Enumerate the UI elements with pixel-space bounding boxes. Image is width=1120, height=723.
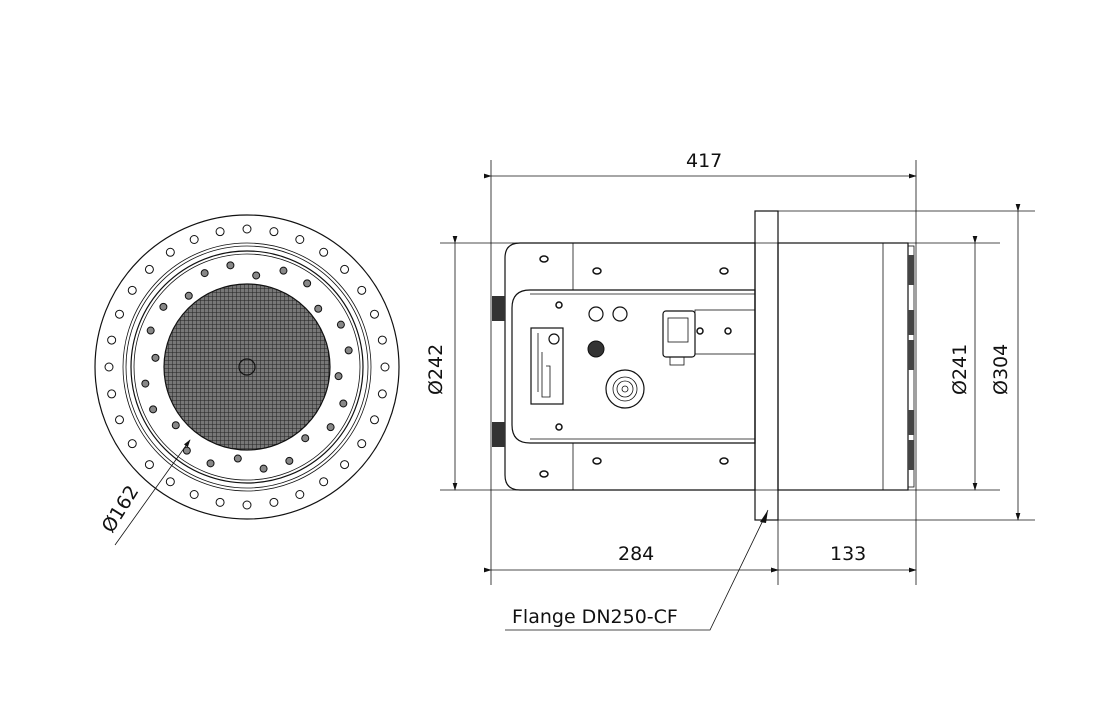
flange-leader	[505, 509, 769, 631]
bolt-hole	[269, 497, 279, 507]
bolt-hole	[340, 264, 350, 274]
bolt-hole	[107, 335, 117, 345]
body-diameter-label: Ø242	[425, 344, 447, 395]
screw	[301, 434, 310, 443]
screw	[285, 456, 294, 465]
bolt-hole	[377, 335, 387, 345]
display-module	[530, 327, 564, 405]
inner-screws	[141, 261, 353, 473]
bolt-hole	[369, 415, 379, 425]
bolt-hole	[165, 247, 175, 257]
screw	[149, 405, 158, 414]
bolt-hole	[189, 235, 199, 245]
bolt-hole	[189, 489, 199, 499]
bolt-hole	[127, 285, 137, 295]
bolt-hole	[215, 497, 225, 507]
side-view: 417 Ø242 Ø241 Ø304 284 133 Flange DN250-…	[425, 150, 1035, 631]
bolt-hole	[380, 362, 390, 372]
connector-1	[588, 306, 604, 322]
bolt-hole	[357, 285, 367, 295]
bolt-hole	[295, 235, 305, 245]
flange-bolt-holes	[104, 224, 390, 510]
screw	[314, 304, 323, 313]
bolt-hole	[144, 264, 154, 274]
bolt-hole	[115, 309, 125, 319]
flange-callout-label: Flange DN250-CF	[512, 606, 678, 628]
screw	[339, 399, 348, 408]
screw	[206, 459, 215, 468]
bolt-hole	[107, 389, 117, 399]
screw	[344, 346, 353, 355]
flange	[754, 210, 779, 521]
screw	[171, 421, 180, 430]
knob-top	[492, 296, 505, 321]
screw	[334, 372, 343, 381]
bolt-hole	[115, 415, 125, 425]
bolt-hole	[144, 460, 154, 470]
bolt-hole	[104, 362, 114, 372]
bolt-hole	[377, 389, 387, 399]
center-hole	[238, 358, 256, 376]
screw	[184, 291, 193, 300]
mesh-diameter-label: Ø162	[98, 482, 144, 537]
screw	[303, 279, 312, 288]
inner-diameter-label: Ø241	[949, 344, 971, 395]
mesh-leader	[114, 439, 191, 546]
bolt-hole	[340, 460, 350, 470]
screw	[233, 454, 242, 463]
screw	[326, 423, 335, 432]
screw	[259, 464, 268, 473]
bolt-hole	[127, 439, 137, 449]
bolt-hole	[319, 247, 329, 257]
bolt-hole	[269, 227, 279, 237]
bolt-hole	[215, 227, 225, 237]
screw	[146, 326, 155, 335]
rear-housing	[504, 242, 756, 491]
screw	[336, 320, 345, 329]
overall-length-label: 417	[686, 150, 722, 172]
screw	[279, 266, 288, 275]
bolt-hole	[295, 489, 305, 499]
connector-2	[612, 306, 628, 322]
screw	[200, 269, 209, 278]
connector-panel	[511, 289, 756, 444]
bolt-hole	[369, 309, 379, 319]
bolt-hole	[242, 224, 252, 234]
bolt-hole	[242, 500, 252, 510]
screw	[141, 379, 150, 388]
front-view: Ø162	[94, 214, 400, 546]
body-length-label: 284	[618, 543, 654, 565]
bolt-hole	[165, 477, 175, 487]
bolt-hole	[357, 439, 367, 449]
knob-bottom	[492, 422, 505, 447]
screw	[159, 302, 168, 311]
flange-diameter-label: Ø304	[990, 344, 1012, 395]
mesh-disc	[163, 283, 331, 451]
screw	[151, 353, 160, 362]
connector-3	[587, 340, 605, 358]
front-housing	[777, 242, 909, 491]
front-length-label: 133	[830, 543, 866, 565]
screw	[252, 271, 261, 280]
bolt-hole	[319, 477, 329, 487]
power-connector	[605, 369, 645, 409]
screw	[226, 261, 235, 270]
